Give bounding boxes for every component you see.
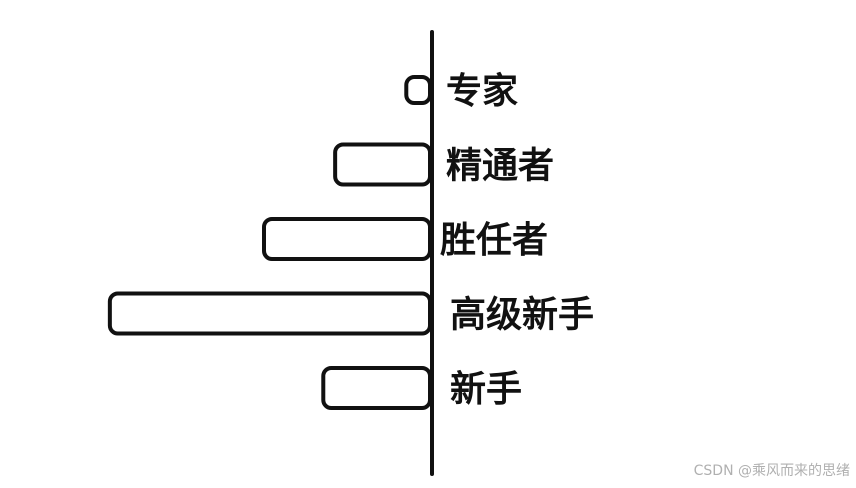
category-label-1: 专家: [446, 71, 518, 112]
bars-group: [107, 75, 432, 410]
category-label-3: 胜任者: [440, 220, 548, 261]
bar-4: [107, 291, 432, 336]
category-label-2: 精通者: [446, 146, 554, 187]
watermark: CSDN @乘风而来的思绪: [693, 463, 850, 479]
bar-3: [262, 217, 432, 261]
bar-5: [321, 366, 432, 410]
category-label-5: 新手: [450, 369, 522, 410]
bar-2: [333, 142, 432, 187]
category-label-4: 高级新手: [450, 295, 594, 336]
bar-1: [404, 75, 432, 105]
